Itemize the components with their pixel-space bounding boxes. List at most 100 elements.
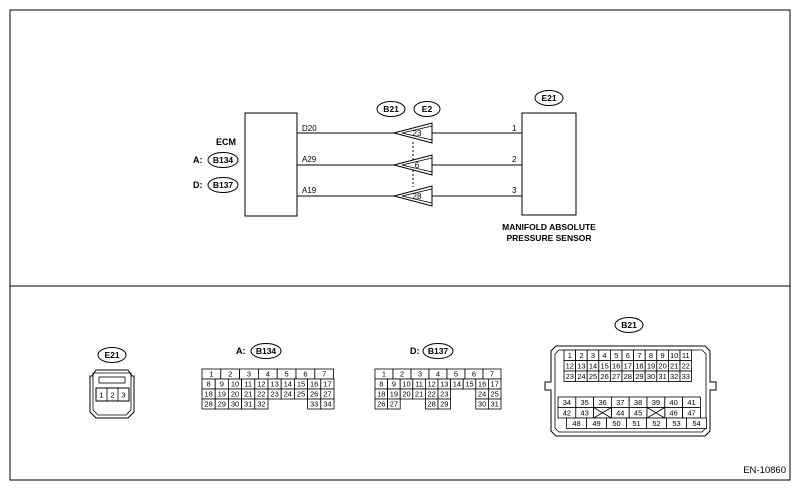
view-b21-pin-36: 36 — [598, 398, 606, 407]
view-b21-pin-42: 42 — [563, 408, 571, 417]
joint-connector-labels: B21 E2 — [376, 101, 441, 117]
view-b137-pin-2: 2 — [400, 370, 404, 379]
wire-3-ecm-pin: A19 — [302, 186, 317, 195]
wire-2-sensor-pin: 2 — [512, 155, 517, 164]
view-b21-pin-33: 33 — [682, 372, 690, 381]
view-b21-pin-52: 52 — [652, 419, 660, 428]
view-b21-pin-48: 48 — [572, 419, 580, 428]
view-b134-pin-12: 12 — [257, 380, 265, 389]
view-b134-pin-8: 8 — [207, 380, 211, 389]
view-b21-pin-39: 39 — [652, 398, 660, 407]
view-b21-pin-8: 8 — [649, 351, 653, 360]
view-b21-pin-7: 7 — [637, 351, 641, 360]
view-b134-pin-11: 11 — [244, 380, 252, 389]
view-b21-pin-47: 47 — [687, 408, 695, 417]
view-b134-pin-19: 19 — [218, 390, 226, 399]
view-b21-pin-10: 10 — [670, 351, 678, 360]
view-b21-pin-25: 25 — [589, 372, 597, 381]
view-b134-pin-10: 10 — [231, 380, 239, 389]
joint-label-e2: E2 — [422, 104, 433, 114]
view-b21-pin-24: 24 — [577, 372, 585, 381]
view-b21-pin-2: 2 — [579, 351, 583, 360]
view-b137-pin-21: 21 — [415, 390, 423, 399]
view-b134-pin-24: 24 — [284, 390, 292, 399]
view-b137-pin-31: 31 — [491, 400, 499, 409]
view-b21-pin-54-cell — [686, 417, 707, 429]
view-b21-pin-45: 45 — [634, 408, 642, 417]
view-b21-pin-11: 11 — [682, 351, 690, 360]
view-b137-prefix: D: — [410, 346, 420, 356]
view-b21-pin-18: 18 — [635, 361, 643, 370]
view-b137-pin-31-cell — [487, 398, 502, 410]
view-b137-pin-20: 20 — [402, 390, 410, 399]
ecm-block: ECM A: B134 D: B137 — [193, 112, 298, 217]
view-b21-pin-43: 43 — [581, 408, 589, 417]
view-b21-pin-13: 13 — [577, 361, 585, 370]
view-b21-pin-28: 28 — [624, 372, 632, 381]
view-b21-pin-38: 38 — [634, 398, 642, 407]
view-b21-pin-51: 51 — [632, 419, 640, 428]
wire-2: A29 2 — [297, 155, 522, 166]
view-b21-pin-29: 29 — [635, 372, 643, 381]
view-b137-pin-27: 27 — [390, 400, 398, 409]
sensor-connector-oval — [534, 90, 564, 106]
view-b134-pin-30: 30 — [231, 400, 239, 409]
view-b134-pin-4: 4 — [266, 370, 270, 379]
view-b134-pin-1: 1 — [209, 370, 213, 379]
view-b134-pin-34: 34 — [323, 400, 331, 409]
view-b21-pin-54: 54 — [692, 419, 700, 428]
ecm-connector-d-oval — [207, 177, 239, 193]
view-b137-pin-19: 19 — [390, 390, 398, 399]
wire-3-sensor-pin: 3 — [512, 186, 517, 195]
view-b134-pin-5: 5 — [285, 370, 289, 379]
view-b134-pin-31: 31 — [244, 400, 252, 409]
connector-view-e21: E21 1 2 3 — [89, 347, 135, 419]
joint-oval-e2 — [413, 101, 441, 117]
view-b134-pin-2: 2 — [228, 370, 232, 379]
view-b137-pin-13: 13 — [440, 380, 448, 389]
view-b137-pin-15: 15 — [465, 380, 473, 389]
view-b137-pin-14: 14 — [453, 380, 461, 389]
view-b134-pin-20: 20 — [231, 390, 239, 399]
ecm-connector-d-code: B137 — [213, 180, 234, 190]
joint-pin-6: 6 — [415, 161, 420, 170]
view-b137-pin-28: 28 — [428, 400, 436, 409]
sensor-name-line2: PRESSURE SENSOR — [506, 233, 591, 243]
view-b137-pin-1: 1 — [382, 370, 386, 379]
view-b137-pin-11: 11 — [415, 380, 423, 389]
view-b21-pin-33-cell — [679, 370, 693, 382]
view-b21-code: B21 — [621, 320, 637, 330]
view-b21-pin-31: 31 — [658, 372, 666, 381]
view-b21-pin-53: 53 — [672, 419, 680, 428]
view-b134-pin-7: 7 — [322, 370, 326, 379]
wire-1-ecm-pin: D20 — [302, 124, 317, 133]
view-b21-pin-21: 21 — [670, 361, 678, 370]
view-b21-pin-26: 26 — [600, 372, 608, 381]
view-b134-pin-22: 22 — [257, 390, 265, 399]
view-b137-oval — [422, 343, 454, 359]
view-b137-pin-26: 26 — [377, 400, 385, 409]
view-b134-pin-32: 32 — [257, 400, 265, 409]
view-b21-pin-17: 17 — [624, 361, 632, 370]
view-e21-oval — [97, 347, 127, 363]
ecm-connector-a-prefix: A: — [193, 155, 203, 165]
view-b137-pin-29-cell — [437, 398, 452, 410]
view-b137-pin-22: 22 — [428, 390, 436, 399]
view-b134-code: B134 — [256, 346, 277, 356]
view-b21-oval — [614, 317, 644, 333]
view-b137-pin-5: 5 — [454, 370, 458, 379]
view-b134-pin-17: 17 — [323, 380, 331, 389]
ecm-label: ECM — [216, 137, 236, 147]
view-b21-pin-44: 44 — [616, 408, 624, 417]
view-b21-pin-22: 22 — [682, 361, 690, 370]
view-b134-pin-16: 16 — [310, 380, 318, 389]
ecm-connector-d-prefix: D: — [193, 180, 203, 190]
view-b21-pin-20: 20 — [658, 361, 666, 370]
joint-connector-symbols: 23 6 28 — [392, 122, 433, 207]
view-e21-pin-3: 3 — [121, 391, 125, 400]
view-e21-pin-1: 1 — [99, 391, 103, 400]
view-e21-code: E21 — [104, 350, 119, 360]
